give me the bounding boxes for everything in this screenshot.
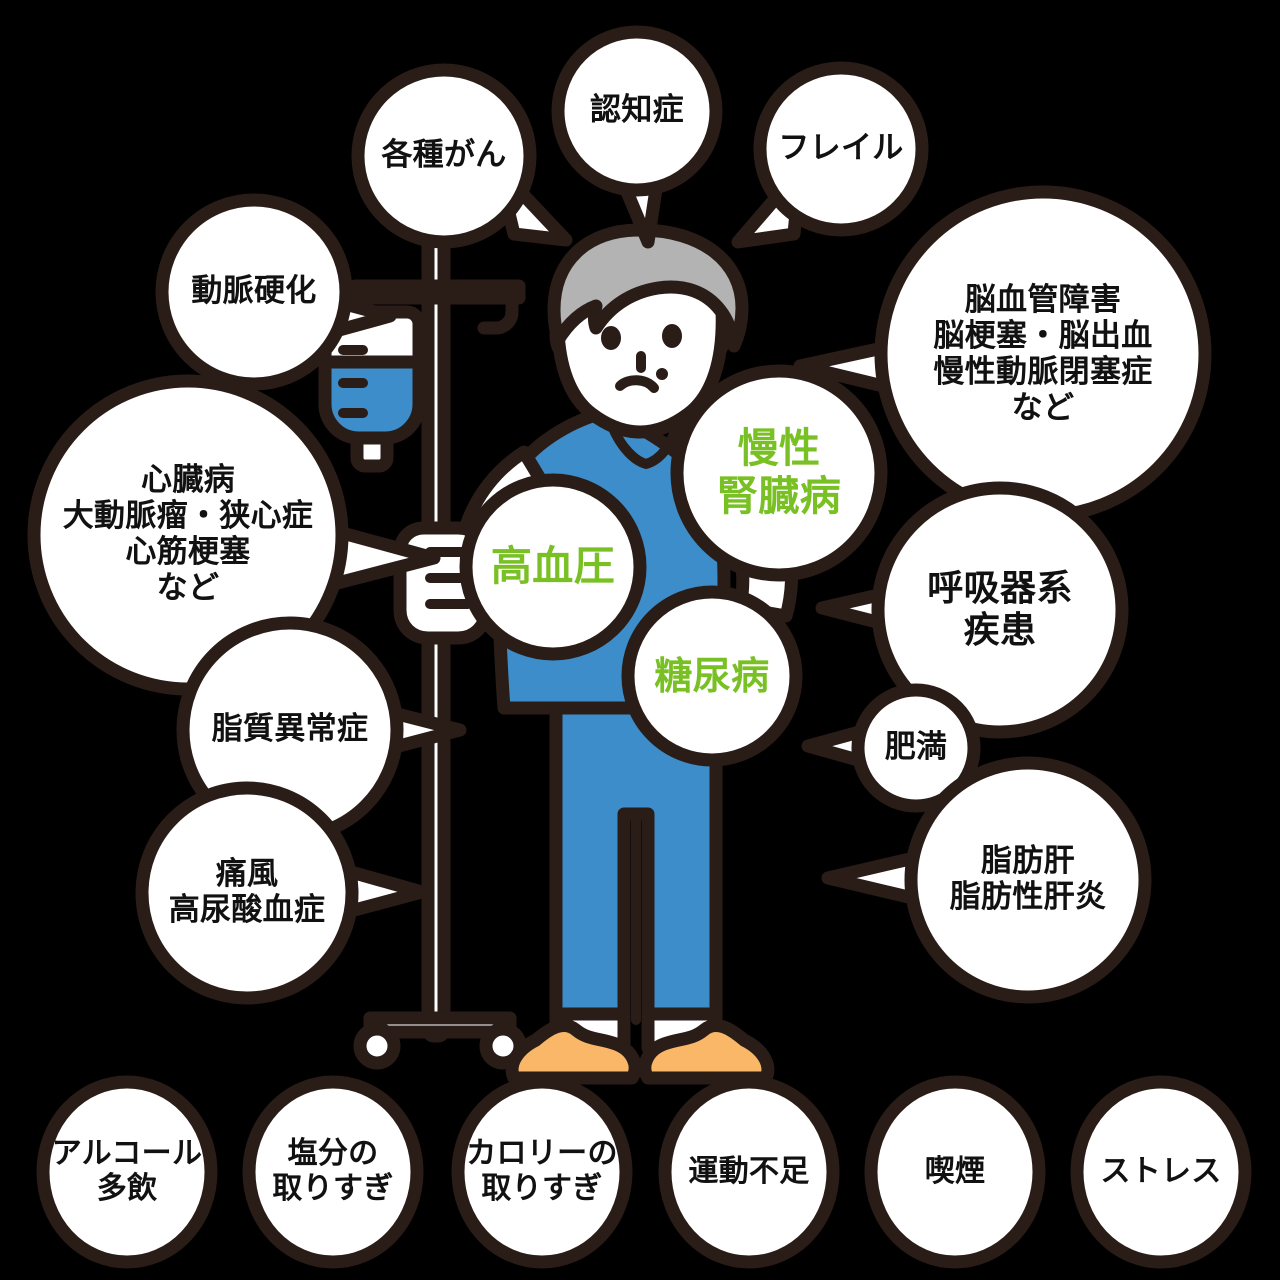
bubble-excess-calorie xyxy=(451,1075,633,1269)
bubble-lack-exercise xyxy=(658,1075,840,1269)
bubble-label-gout[interactable]: 痛風 高尿酸血症 xyxy=(168,856,326,928)
slipper-left xyxy=(505,1019,642,1085)
bubble-label-dyslipidemia[interactable]: 脂質異常症 xyxy=(211,711,369,748)
bubble-label-frailty[interactable]: フレイル xyxy=(778,130,904,167)
bubble-label-obesity[interactable]: 肥満 xyxy=(884,729,948,766)
bubble-dementia xyxy=(551,25,723,197)
bubble-smoking xyxy=(864,1075,1046,1269)
bubble-label-chronic-kidney-disease[interactable]: 慢性 腎臓病 xyxy=(716,424,842,520)
bubble-gout xyxy=(135,781,359,1005)
bubble-fatty-liver xyxy=(904,756,1152,1004)
bubble-label-diabetes[interactable]: 糖尿病 xyxy=(654,653,770,698)
bubble-label-heart-disease[interactable]: 心臓病 大動脈瘤・狭心症 心筋梗塞 など xyxy=(62,462,314,606)
bubble-label-respiratory-disease[interactable]: 呼吸器系 疾患 xyxy=(927,568,1073,651)
bubble-excess-salt xyxy=(242,1075,424,1269)
bubble-alcohol xyxy=(36,1075,218,1269)
eye-right xyxy=(662,324,682,348)
bubble-label-various-cancers[interactable]: 各種がん xyxy=(381,137,507,174)
bubble-label-excess-calorie[interactable]: カロリーの 取りすぎ xyxy=(466,1136,618,1206)
bubble-label-smoking[interactable]: 喫煙 xyxy=(924,1153,986,1189)
bubble-diabetes xyxy=(621,585,803,767)
bubble-arteriosclerosis xyxy=(155,193,353,391)
bubble-stress xyxy=(1070,1075,1252,1269)
bubble-hypertension xyxy=(459,473,647,661)
bubble-respiratory-disease xyxy=(871,481,1129,739)
bubble-obesity xyxy=(851,683,981,813)
bubble-shapes xyxy=(27,25,1252,1269)
slipper-right xyxy=(638,1019,775,1085)
head xyxy=(547,223,749,439)
bubble-frailty xyxy=(753,61,929,237)
bubble-label-cerebrovascular[interactable]: 脳血管障害 脳梗塞・脳出血 慢性動脈閉塞症 など xyxy=(933,282,1153,426)
bubble-label-excess-salt[interactable]: 塩分の 取りすぎ xyxy=(272,1136,394,1206)
bubble-label-hypertension[interactable]: 高血圧 xyxy=(490,542,616,591)
bubble-various-cancers xyxy=(351,63,537,249)
bubble-label-stress[interactable]: ストレス xyxy=(1100,1153,1222,1189)
bubble-label-lack-exercise[interactable]: 運動不足 xyxy=(688,1153,810,1189)
eye-left xyxy=(601,326,621,350)
bubble-label-alcohol[interactable]: アルコール 多飲 xyxy=(51,1136,203,1206)
bubble-label-arteriosclerosis[interactable]: 動脈硬化 xyxy=(191,273,317,310)
bubble-chronic-kidney-disease xyxy=(670,364,888,582)
bubble-label-fatty-liver[interactable]: 脂肪肝 脂肪性肝炎 xyxy=(949,843,1107,915)
bubble-label-dementia[interactable]: 認知症 xyxy=(590,92,684,129)
